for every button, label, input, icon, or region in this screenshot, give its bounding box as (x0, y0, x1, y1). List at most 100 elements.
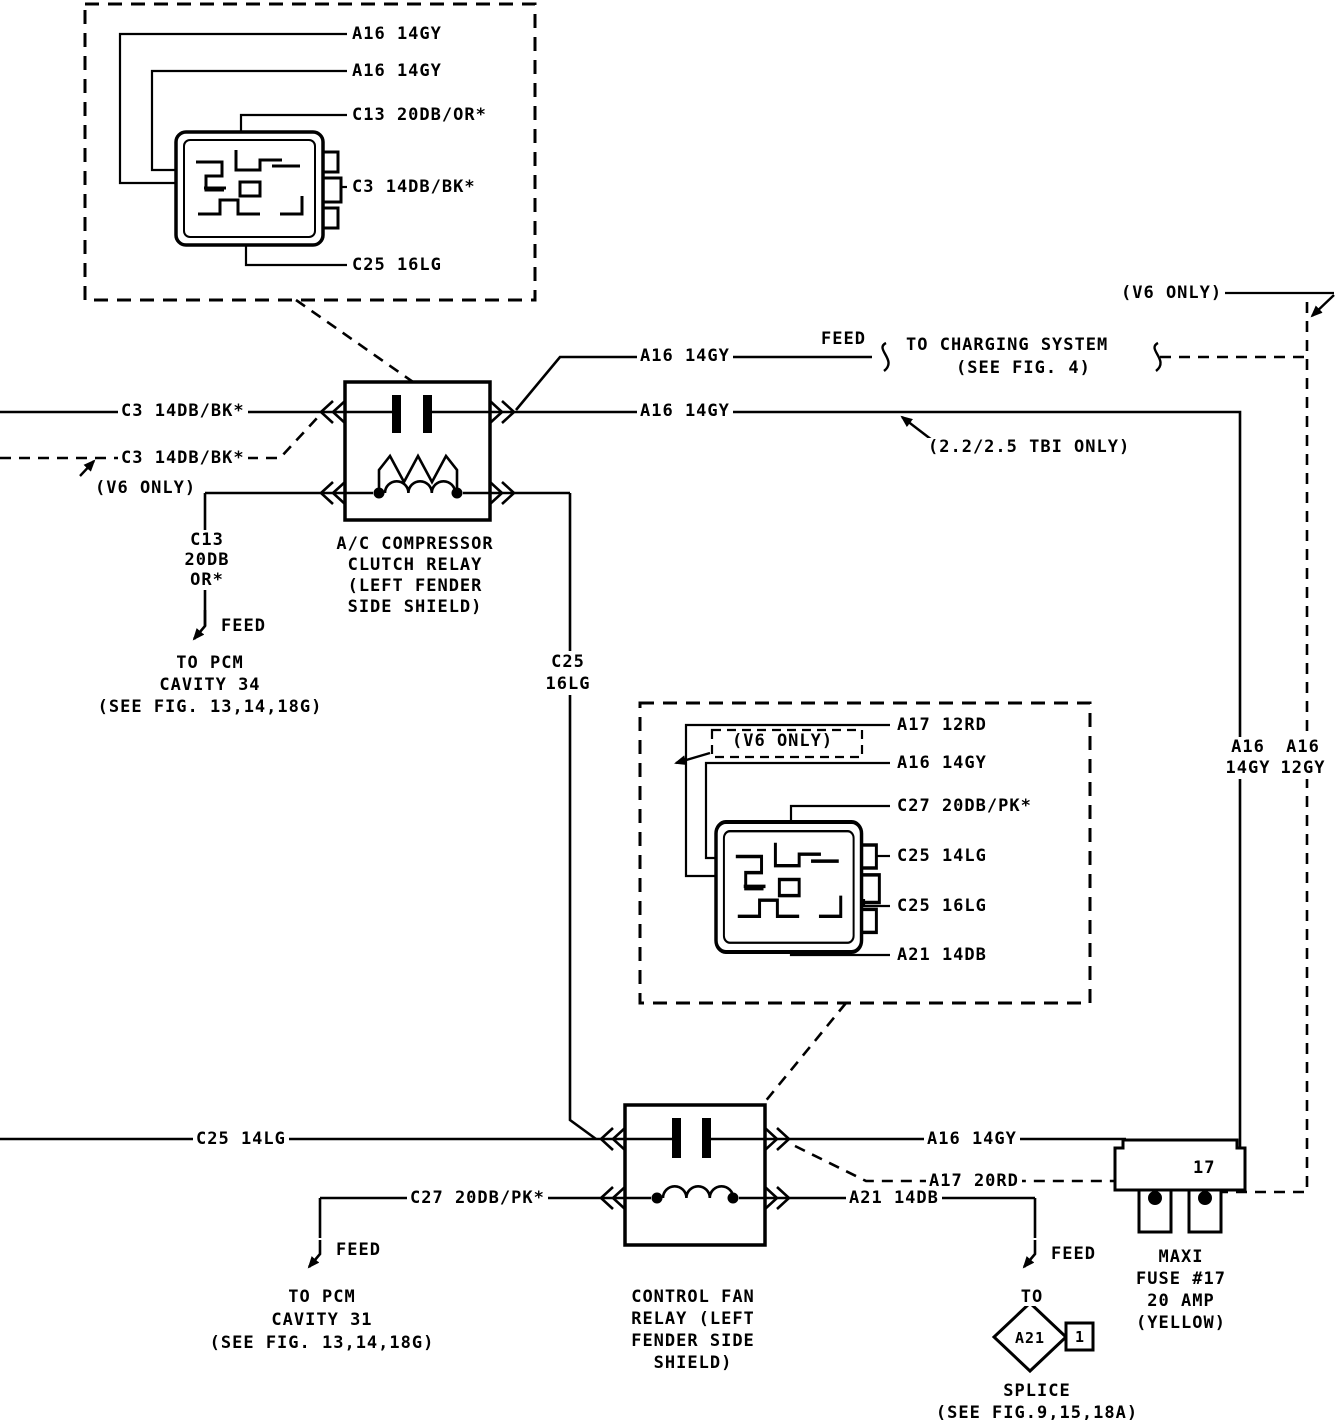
mid-connector-drawing (716, 822, 879, 952)
wire-label-a17: A17 20RD (926, 1172, 1022, 1190)
destination-charging-line-1: TO CHARGING SYSTEM (903, 336, 1112, 354)
fan-relay-coil-symbol (625, 1185, 765, 1204)
vertical-wire-a16-14gy-line-1: A16 (1231, 737, 1265, 757)
fuse-number-label: 17 (1193, 1158, 1216, 1178)
destination-pcm34-line-3: (SEE FIG. 13,14,18G) (97, 697, 323, 717)
wire-label-c27: C27 20DB/PK* (407, 1189, 548, 1207)
feed-arrow-pcm34 (192, 610, 207, 641)
fan-relay-name-line-2: RELAY (LEFT (631, 1309, 755, 1329)
destination-splice-line-2: (SEE FIG.9,15,18A) (935, 1403, 1139, 1420)
fuse-name-line-3: 20 AMP (1147, 1291, 1215, 1311)
leader-lines (118, 32, 1334, 957)
wire-label-c13-line-3: OR* (190, 570, 224, 590)
fuse-name-line-2: FUSE #17 (1136, 1269, 1226, 1289)
fuse-body (1113, 1138, 1247, 1192)
v6-only-note-top-right: (V6 ONLY) (1118, 284, 1226, 302)
feed-arrow-pcm31 (307, 1240, 322, 1269)
wire-break-symbols (881, 341, 1162, 372)
fuse-leg-left (1137, 1188, 1173, 1234)
wire-label-c25-16lg-line-2: 16LG (545, 674, 591, 694)
mid-connector-pin-label-2: A16 14GY (894, 754, 990, 772)
destination-charging-line-2: (SEE FIG. 4) (953, 359, 1094, 377)
destination-pcm-cavity-34: TO PCM CAVITY 34 (SEE FIG. 13,14,18G) (94, 652, 326, 718)
feed-label-splice: FEED (1048, 1245, 1099, 1263)
fuse-terminal-right (1198, 1191, 1212, 1205)
wire-label-c25-16lg-stack: C25 16LG (542, 651, 594, 695)
top-connector-drawing (174, 130, 343, 247)
wire-label-c25-14lg: C25 14LG (193, 1130, 289, 1148)
destination-pcm31-line-3: (SEE FIG. 13,14,18G) (209, 1333, 435, 1353)
fuse-name-label: MAXI FUSE #17 20 AMP (YELLOW) (1133, 1246, 1229, 1334)
mid-connector-pin-label-1: A17 12RD (894, 716, 990, 734)
ac-relay-box (343, 380, 492, 522)
destination-pcm34-line-2: CAVITY 34 (159, 675, 261, 695)
ac-relay-name-line-3: (LEFT FENDER (347, 576, 483, 596)
splice-diamond (991, 1300, 1069, 1374)
callout-top-connector (295, 298, 414, 384)
callout-mid-connector (762, 1002, 848, 1104)
ac-relay-coil-symbol (345, 453, 490, 499)
destination-pcm31-line-2: CAVITY 31 (271, 1310, 373, 1330)
vertical-wire-a16-12gy-line-2: 12GY (1280, 758, 1326, 778)
wire-label-a16-fan: A16 14GY (924, 1130, 1020, 1148)
feed-label-pcm34: FEED (218, 617, 269, 635)
wire-label-a16-main: A16 14GY (637, 402, 733, 420)
ac-relay-contact-bars (392, 395, 432, 433)
top-connector-pin-label-4: C3 14DB/BK* (349, 178, 479, 196)
dashed-lines (0, 2, 1309, 1199)
splice-symbol (991, 1300, 1095, 1374)
feed-arrows (192, 610, 1037, 1269)
wire-label-c13-line-2: 20DB (184, 550, 230, 570)
ac-relay-name-label: A/C COMPRESSOR CLUTCH RELAY (LEFT FENDER… (333, 534, 497, 618)
break-symbol-1 (881, 341, 890, 372)
vertical-wire-a16-12gy-line-1: A16 (1286, 737, 1320, 757)
v6-top-right-arrow (1310, 294, 1335, 318)
top-connector-pin-label-3: C13 20DB/OR* (349, 106, 490, 124)
fan-relay-name-label: CONTROL FAN RELAY (LEFT FENDER SIDE SHIE… (628, 1286, 758, 1374)
fuse-name-line-1: MAXI (1158, 1247, 1204, 1267)
v6-only-note-left: (V6 ONLY) (92, 479, 200, 497)
to-label-splice: TO (1017, 1288, 1047, 1306)
top-connector-pin-label-5: C25 16LG (349, 256, 445, 274)
wire-label-c25-16lg-line-1: C25 (551, 652, 585, 672)
top-connector-outline-box (83, 2, 537, 302)
v6-only-sub-box (710, 728, 864, 759)
wire-label-c13-stack: C13 20DB OR* (181, 530, 233, 590)
destination-splice: SPLICE (SEE FIG.9,15,18A) (932, 1380, 1142, 1420)
break-symbol-2 (1153, 341, 1162, 372)
maxi-fuse-drawing (1113, 1138, 1247, 1234)
wire-label-c3-dashed-v6: C3 14DB/BK* (118, 449, 248, 467)
note-tbi-only: (2.2/2.5 TBI ONLY) (925, 438, 1134, 456)
wire-label-a21: A21 14DB (846, 1189, 942, 1207)
fan-relay-symbol (623, 1103, 767, 1247)
destination-pcm31-line-1: TO PCM (288, 1287, 356, 1307)
wire-label-c13-line-1: C13 (190, 530, 224, 550)
fan-relay-name-line-4: SHIELD) (653, 1353, 733, 1373)
wire-label-a16-charging: A16 14GY (637, 347, 733, 365)
destination-splice-line-1: SPLICE (1003, 1381, 1071, 1401)
mid-connector-pin-label-6: A21 14DB (894, 946, 990, 964)
mid-connector-pin-label-4: C25 14LG (894, 847, 990, 865)
destination-pcm34-line-1: TO PCM (176, 653, 244, 673)
mid-connector-pin-label-5: C25 16LG (894, 897, 990, 915)
ac-relay-name-line-4: SIDE SHIELD) (347, 597, 483, 617)
top-connector-pin-label-2: A16 14GY (349, 62, 445, 80)
mid-connector-pin-label-3: C27 20DB/PK* (894, 797, 1035, 815)
feed-label-charging: FEED (818, 330, 869, 348)
destination-pcm-cavity-31: TO PCM CAVITY 31 (SEE FIG. 13,14,18G) (206, 1286, 438, 1355)
fuse-name-line-4: (YELLOW) (1136, 1313, 1226, 1333)
ac-relay-name-line-1: A/C COMPRESSOR (336, 534, 494, 554)
fuse-terminal-left (1148, 1191, 1162, 1205)
fan-relay-contact-bars (672, 1118, 711, 1158)
v6-left-arrow (79, 459, 96, 477)
wire-label-c3-solid: C3 14DB/BK* (118, 402, 248, 420)
vertical-wire-label-a16-12gy: A16 12GY (1277, 737, 1329, 779)
fan-relay-box (623, 1103, 767, 1247)
splice-diamond-label: A21 (1014, 1329, 1046, 1347)
v6-mid-arrow (674, 751, 711, 765)
ac-relay-name-line-2: CLUTCH RELAY (347, 555, 483, 575)
feed-label-pcm31: FEED (333, 1241, 384, 1259)
fan-relay-name-line-1: CONTROL FAN (631, 1287, 755, 1307)
tbi-only-arrow (900, 415, 933, 441)
